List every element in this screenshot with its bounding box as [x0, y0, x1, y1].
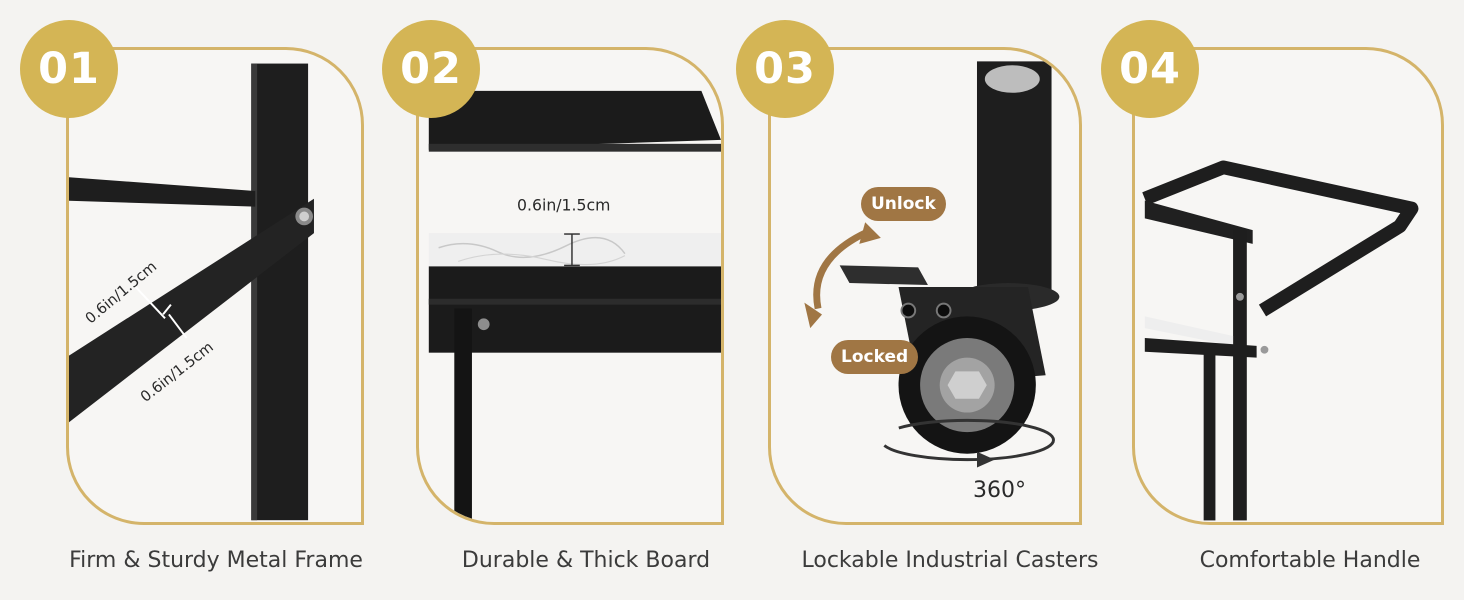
- feature-panel-handle: 04 Comfortable Handle: [1090, 0, 1450, 600]
- rotation-label: 360°: [973, 478, 1026, 503]
- step-number-badge: 02: [382, 20, 480, 118]
- feature-caption: Lockable Industrial Casters: [801, 548, 1099, 573]
- feature-image-frame: 0.6in/1.5cm 0.6in/1.5cm: [66, 47, 364, 525]
- feature-panel-frame: 0.6in/1.5cm 0.6in/1.5cm 01 Firm & Sturdy…: [0, 0, 364, 600]
- feature-panel-board: 0.6in/1.5cm 02 Durable & Thick Board: [364, 0, 724, 600]
- feature-caption: Durable & Thick Board: [461, 548, 711, 573]
- step-number-badge: 03: [736, 20, 834, 118]
- locked-label: Locked: [831, 340, 919, 374]
- step-number-badge: 04: [1101, 20, 1199, 118]
- board-illustration: 0.6in/1.5cm: [428, 90, 721, 521]
- feature-image-frame: Unlock Locked 360°: [768, 47, 1082, 525]
- metal-frame-illustration: 0.6in/1.5cm 0.6in/1.5cm: [69, 63, 314, 521]
- feature-image-frame: 0.6in/1.5cm: [416, 47, 724, 525]
- feature-panel-casters: Unlock Locked 360° 03 Lockable Industria…: [726, 0, 1099, 600]
- feature-caption: Comfortable Handle: [1199, 548, 1421, 573]
- feature-image-frame: [1132, 47, 1444, 525]
- feature-caption: Firm & Sturdy Metal Frame: [69, 548, 363, 573]
- dimension-label: 0.6in/1.5cm: [517, 196, 610, 215]
- step-number-badge: 01: [20, 20, 118, 118]
- unlock-label: Unlock: [861, 187, 946, 221]
- caster-illustration: [804, 61, 1060, 468]
- handle-illustration: [1142, 160, 1419, 521]
